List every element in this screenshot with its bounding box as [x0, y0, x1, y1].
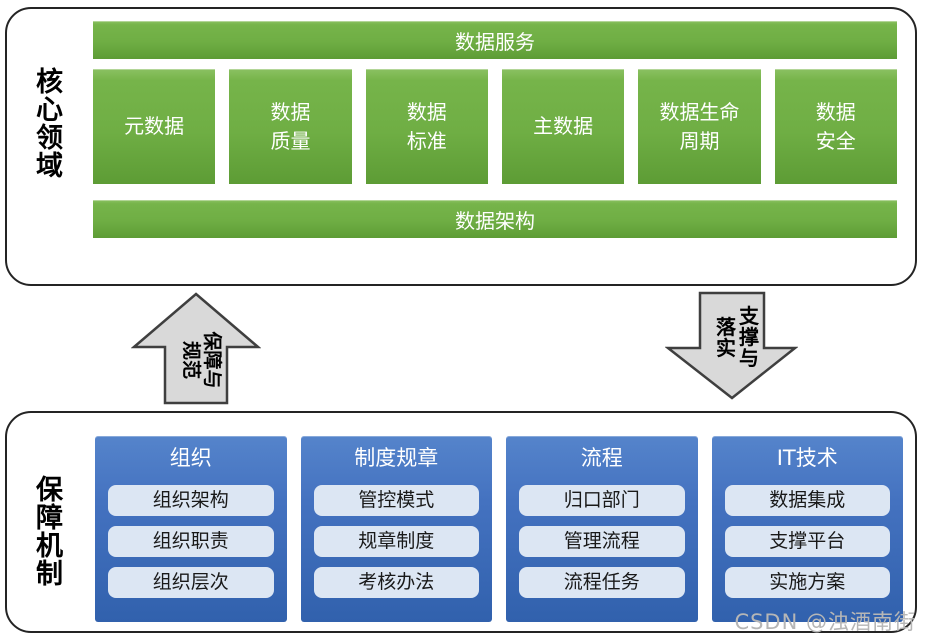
up-arrow-shape — [131, 292, 261, 405]
column-it-technology: IT技术 数据集成 支撑平台 实施方案 — [711, 436, 903, 622]
safeguard-label: 保障机制 — [31, 475, 62, 587]
column-organization: 组织 组织架构 组织职责 组织层次 — [95, 436, 287, 622]
list-item: 数据集成 — [724, 485, 890, 516]
down-arrow: 支撑与 落实 — [665, 291, 798, 401]
column-process: 流程 归口部门 管理流程 流程任务 — [506, 436, 698, 622]
core-box-data-standard: 数据 标准 — [365, 69, 488, 184]
down-arrow-label: 支撑与 落实 — [712, 305, 760, 369]
column-header: 组织 — [169, 446, 212, 470]
up-arrow-label: 保障与 规范 — [180, 331, 224, 389]
safeguard-columns: 组织 组织架构 组织职责 组织层次 制度规章 管控模式 规章制度 考核办法 流程… — [95, 436, 903, 622]
core-box-data-quality: 数据 质量 — [229, 69, 352, 184]
core-box-data-security: 数据 安全 — [774, 69, 897, 184]
list-item: 考核办法 — [313, 567, 479, 598]
safeguard-panel: 保障机制 组织 组织架构 组织职责 组织层次 制度规章 管控模式 规章制度 考核… — [5, 411, 917, 633]
list-item: 组织架构 — [108, 485, 274, 516]
list-item: 支撑平台 — [724, 526, 890, 557]
up-arrow: 保障与 规范 — [131, 291, 261, 406]
column-header: IT技术 — [776, 446, 838, 470]
list-item: 管控模式 — [313, 485, 479, 516]
list-item: 流程任务 — [519, 567, 685, 598]
column-header: 制度规章 — [354, 446, 439, 470]
list-item: 组织层次 — [108, 567, 274, 598]
core-domain-label: 核心领域 — [31, 67, 62, 179]
column-header: 流程 — [580, 446, 623, 470]
core-box-metadata: 元数据 — [93, 69, 216, 184]
list-item: 归口部门 — [519, 485, 685, 516]
core-domain-panel: 核心领域 数据服务 元数据 数据 质量 数据 标准 主数据 数据生命 周期 数据… — [5, 7, 917, 286]
column-regulations: 制度规章 管控模式 规章制度 考核办法 — [300, 436, 492, 622]
list-item: 实施方案 — [724, 567, 890, 598]
core-box-data-lifecycle: 数据生命 周期 — [638, 69, 761, 184]
list-item: 规章制度 — [313, 526, 479, 557]
core-box-master-data: 主数据 — [501, 69, 625, 184]
list-item: 管理流程 — [519, 526, 685, 557]
data-architecture-bar: 数据架构 — [93, 200, 897, 238]
data-service-bar: 数据服务 — [93, 21, 897, 59]
down-arrow-shape — [665, 291, 798, 400]
core-box-row: 元数据 数据 质量 数据 标准 主数据 数据生命 周期 数据 安全 — [93, 69, 897, 184]
core-domain-content: 数据服务 元数据 数据 质量 数据 标准 主数据 数据生命 周期 数据 安全 数… — [93, 21, 897, 238]
list-item: 组织职责 — [108, 526, 274, 557]
watermark: CSDN @浊酒南街 — [734, 610, 916, 634]
